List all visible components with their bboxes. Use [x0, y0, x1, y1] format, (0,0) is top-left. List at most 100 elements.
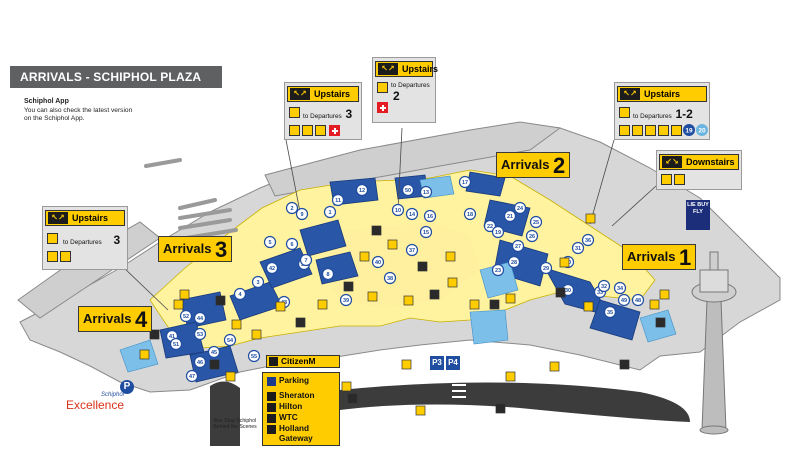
station-number: 53	[197, 332, 203, 338]
infobox-header: ↖↗ Upstairs	[617, 86, 707, 102]
station-number: 45	[211, 350, 217, 356]
facility-icon	[347, 393, 358, 404]
station-number: 18	[467, 212, 473, 218]
station-number: 13	[423, 190, 429, 196]
road-2	[210, 381, 240, 446]
infobox-upstairs-mid: ↖↗ Upstairs to Departures 3	[284, 82, 362, 140]
arrivals-label: Arrivals	[83, 311, 132, 326]
infobox-number: 2	[393, 89, 400, 103]
gate-badge-label: 20	[698, 128, 706, 135]
infobox-destination: to Departures 3	[63, 233, 120, 247]
station-circle	[539, 261, 553, 275]
station-circle	[391, 203, 405, 217]
station-circle	[193, 327, 207, 341]
station-number: 14	[409, 212, 416, 218]
infobox-destination: to Departures 2	[391, 82, 435, 103]
facility-icon	[585, 213, 596, 224]
facility-icon	[295, 317, 306, 328]
station-circle	[321, 267, 335, 281]
bus-stop-note: Bus Stop Schiphol Behind the Scenes	[213, 418, 257, 431]
station-number: 37	[409, 248, 415, 254]
facility-icon	[209, 359, 220, 370]
station-circle	[419, 185, 433, 199]
facility-icon	[343, 281, 354, 292]
facility-icon	[415, 405, 426, 416]
lift-icon	[661, 174, 672, 185]
arrivals-sign-2: Arrivals 2	[496, 152, 570, 178]
station-number: 1	[328, 210, 331, 216]
app-note: Schiphol App You can also check the late…	[24, 98, 164, 124]
station-number: 11	[335, 198, 341, 204]
road	[340, 382, 690, 422]
station-circle	[525, 229, 539, 243]
infobox-to-label: to Departures	[633, 113, 672, 120]
infobox-head-label: Upstairs	[402, 64, 439, 74]
infobox-head-label: Upstairs	[644, 89, 681, 99]
station-circle	[597, 279, 611, 293]
facility-icon	[359, 251, 370, 262]
facility-icon	[417, 261, 428, 272]
facility-icon	[401, 359, 412, 370]
walk-icon	[267, 392, 276, 401]
station-circle	[458, 175, 472, 189]
lift-icon	[47, 251, 58, 262]
escalator-up-icon: ↖↗	[48, 212, 68, 224]
control-tower	[691, 251, 737, 435]
station-number: 50	[405, 188, 411, 194]
ramp-stripes	[144, 158, 238, 240]
plane-icon	[289, 107, 300, 118]
arrivals-label: Arrivals	[501, 157, 550, 172]
callout-lines	[121, 127, 657, 311]
station-circle	[179, 309, 193, 323]
facility-icon	[275, 301, 286, 312]
station-number: 39	[343, 298, 349, 304]
station-number: 27	[515, 244, 521, 250]
station-circle	[251, 275, 265, 289]
escalator-up-icon: ↖↗	[378, 63, 398, 75]
gate-badge-label: 19	[685, 128, 693, 135]
toilet-icon	[302, 125, 313, 136]
station-circle	[233, 287, 247, 301]
station-circle	[223, 333, 237, 347]
walk-icon	[267, 403, 276, 412]
station-number: 36	[585, 238, 591, 244]
station-circle	[491, 263, 505, 277]
restaurant-icon	[671, 125, 682, 136]
gate-badge	[696, 124, 708, 136]
station-circle	[631, 293, 645, 307]
station-circle	[265, 261, 279, 275]
station-number: 49	[621, 298, 627, 304]
facility-icon	[371, 225, 382, 236]
facility-icon	[495, 403, 506, 414]
lockers-icon	[315, 125, 326, 136]
infobox-destination: to Departures 1-2	[633, 107, 693, 121]
station-number: 5	[268, 240, 271, 246]
infobox-destination: to Departures 3	[303, 107, 352, 121]
station-number: 42	[269, 266, 275, 272]
pictograms	[139, 213, 670, 416]
page-title: ARRIVALS - SCHIPHOL PLAZA	[10, 66, 222, 88]
facility-icon	[341, 381, 352, 392]
station-number: 4	[238, 292, 242, 298]
station-number: 33	[597, 290, 603, 296]
hotel-line: Gateway	[279, 434, 313, 443]
station-circle	[185, 369, 199, 383]
escalator-up-icon: ↖↗	[620, 88, 640, 100]
station-number: 28	[511, 260, 517, 266]
infobox-upstairs-right: ↖↗ Upstairs to Departures 1-2 19 20	[614, 82, 710, 140]
station-number: 10	[395, 208, 401, 214]
station-number: 24	[517, 206, 524, 212]
station-number: 54	[227, 338, 234, 344]
arrivals-label: Arrivals	[627, 249, 676, 264]
facility-icon	[559, 257, 570, 268]
facility-icon	[367, 291, 378, 302]
citizenm-sign: CitizenM	[266, 355, 340, 368]
station-circle	[193, 355, 207, 369]
facility-icon	[215, 295, 226, 306]
facility-icon	[489, 299, 500, 310]
lbf-shop-logo: LIE BUY FLY	[686, 200, 710, 230]
station-number: 25	[533, 220, 539, 226]
arrivals-sign-3: Arrivals 3	[158, 236, 232, 262]
hotel-line: Sheraton	[279, 391, 315, 400]
